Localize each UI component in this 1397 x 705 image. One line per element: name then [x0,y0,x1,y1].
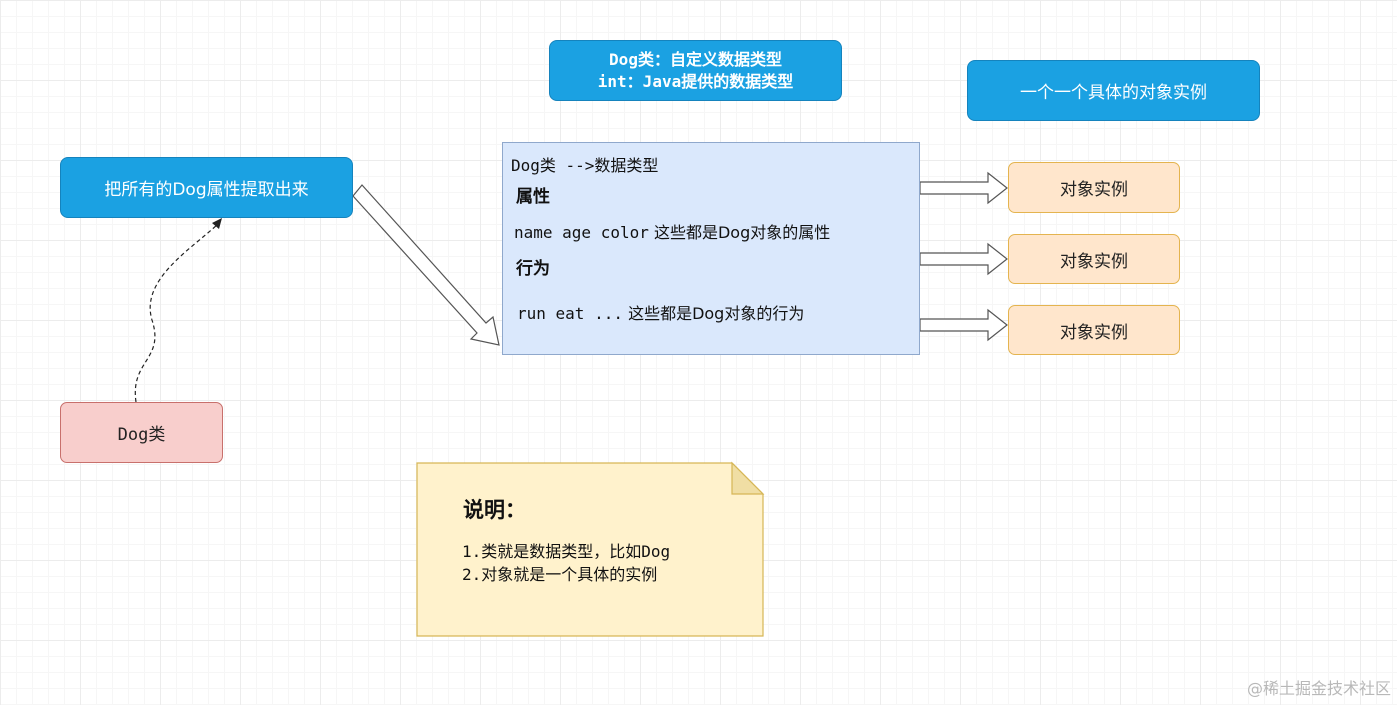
hollow-arrow-extract-to-class [352,184,500,346]
hollow-arrow-to-instance-2 [919,242,1008,276]
behavior-code: run eat ... [517,304,623,323]
hollow-arrow-to-instance-3 [919,308,1008,342]
dashed-arrow-head [212,218,222,229]
object-instance-3-text: 对象实例 [1060,322,1128,343]
dashed-arrow-dog-to-extract [134,223,219,403]
dog-class-box[interactable]: Dog类 [60,402,223,463]
attributes-code: name age color [514,223,649,242]
dog-class-text: Dog类 [117,425,166,445]
note-title: 说明： [463,498,526,522]
class-box-title: Dog类 -->数据类型 [511,156,659,175]
data-type-label-line2: int：Java提供的数据类型 [597,71,794,91]
data-type-label-box[interactable]: Dog类：自定义数据类型 int：Java提供的数据类型 [549,40,842,101]
class-description-box[interactable]: Dog类 -->数据类型 属性 name age color 这些都是Dog对象… [502,142,920,355]
attributes-heading: 属性 [516,187,550,207]
object-instance-1[interactable]: 对象实例 [1008,162,1180,213]
object-instance-2[interactable]: 对象实例 [1008,234,1180,284]
data-type-label-line1: Dog类：自定义数据类型 [609,49,782,69]
instances-header-text: 一个一个具体的对象实例 [1020,83,1207,103]
behavior-description: run eat ... 这些都是Dog对象的行为 [517,300,804,324]
attributes-description: name age color 这些都是Dog对象的属性 [514,219,830,243]
note-shape [416,462,764,637]
note-fold [731,461,765,495]
object-instance-2-text: 对象实例 [1060,251,1128,272]
note-line-1: 1.类就是数据类型，比如Dog [462,542,671,561]
object-instance-1-text: 对象实例 [1060,180,1128,200]
extract-attributes-text: 把所有的Dog属性提取出来 [104,180,309,200]
object-instance-3[interactable]: 对象实例 [1008,305,1180,355]
hollow-arrow-to-instance-1 [919,171,1008,205]
attributes-text: 这些都是Dog对象的属性 [653,223,831,242]
watermark: @稀土掘金技术社区 [1246,679,1391,698]
extract-attributes-box[interactable]: 把所有的Dog属性提取出来 [60,157,353,218]
behavior-text: 这些都是Dog对象的行为 [628,304,805,323]
behavior-heading: 行为 [516,259,550,279]
instances-header-box[interactable]: 一个一个具体的对象实例 [967,60,1260,121]
note-line-2: 2.对象就是一个具体的实例 [462,565,658,584]
